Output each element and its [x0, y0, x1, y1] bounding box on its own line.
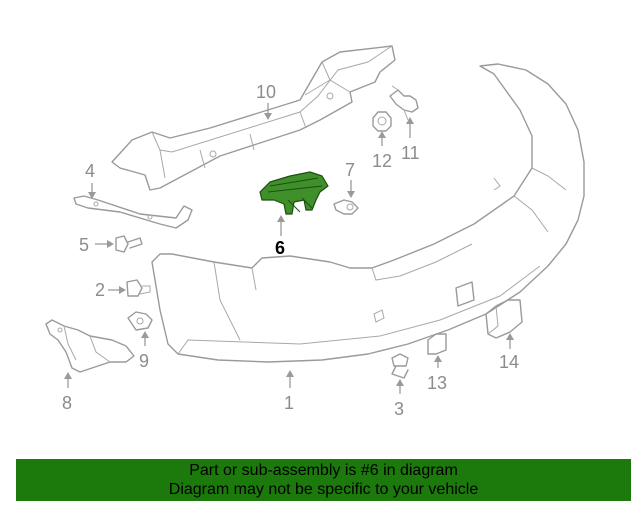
callout-6: 6	[275, 238, 285, 258]
arrow-4	[88, 192, 96, 199]
arrow-13	[434, 355, 442, 362]
arrow-9	[141, 331, 149, 338]
callout-8: 8	[62, 393, 72, 413]
cover-cap-part[interactable]	[427, 333, 447, 355]
callout-13: 13	[427, 373, 447, 393]
bolt-11-part[interactable]	[389, 85, 419, 121]
arrow-10	[264, 113, 272, 120]
callout-7: 7	[345, 160, 355, 180]
arrow-8	[64, 372, 72, 379]
clip-2-part[interactable]	[126, 279, 151, 297]
rear-bumper-bracket-highlighted[interactable]	[259, 171, 329, 215]
callout-12: 12	[372, 151, 392, 171]
callout-3: 3	[394, 399, 404, 419]
banner-line-2: Diagram may not be specific to your vehi…	[168, 481, 479, 498]
callout-1: 1	[284, 393, 294, 413]
plate-cover-part[interactable]	[485, 299, 523, 339]
arrow-5	[107, 240, 114, 248]
reinforcement-beam-part[interactable]	[111, 45, 396, 191]
bolt-7-part[interactable]	[333, 199, 359, 215]
arrow-2	[119, 286, 126, 294]
arrow-14	[506, 333, 514, 340]
callout-10: 10	[256, 82, 276, 102]
callout-5: 5	[79, 235, 89, 255]
callout-9: 9	[139, 351, 149, 371]
side-bracket-part[interactable]	[73, 195, 193, 229]
diagram-notice-banner: Part or sub-assembly is #6 in diagram Di…	[16, 459, 631, 501]
arrow-7	[347, 191, 355, 198]
push-clip-3-part[interactable]	[391, 353, 409, 379]
callout-11: 11	[401, 143, 420, 163]
clip-9-part[interactable]	[127, 311, 153, 331]
arrow-12	[378, 131, 386, 138]
bumper-cover-part[interactable]	[151, 63, 585, 363]
screw-5-part[interactable]	[115, 235, 143, 253]
side-retainer-part[interactable]	[45, 319, 135, 373]
callout-14: 14	[499, 352, 519, 372]
arrow-1	[286, 370, 294, 377]
callout-4: 4	[85, 161, 95, 181]
banner-line-1: Part or sub-assembly is #6 in diagram	[189, 462, 458, 479]
callout-2: 2	[95, 280, 105, 300]
arrow-11	[406, 117, 414, 124]
nut-part[interactable]	[372, 111, 392, 132]
arrow-6	[277, 215, 285, 222]
arrow-3	[396, 379, 404, 386]
parts-diagram: 10 12 11 7 6 4 5	[45, 45, 585, 419]
